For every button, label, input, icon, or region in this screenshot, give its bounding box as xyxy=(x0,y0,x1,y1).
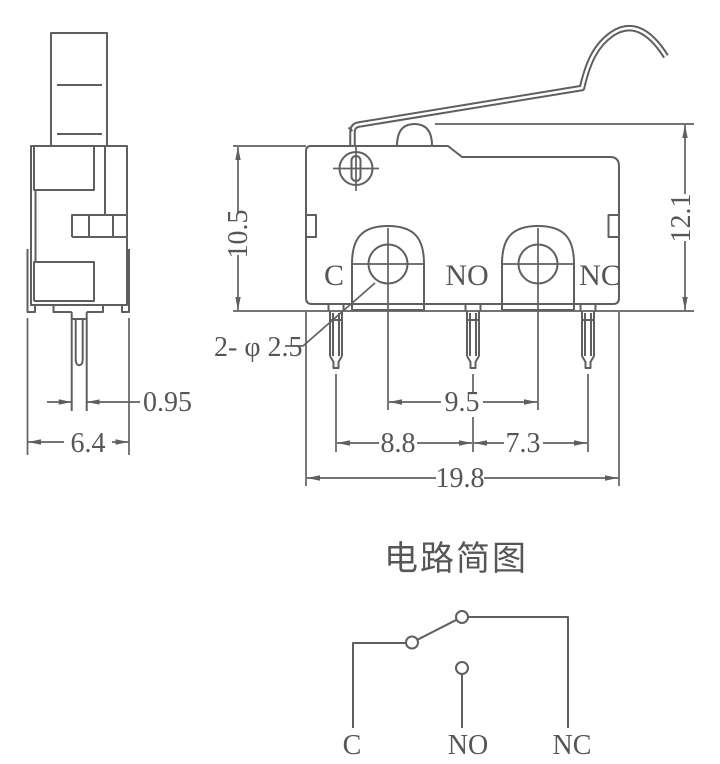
dimension-body-height: 10.5 xyxy=(223,145,306,310)
terminal-label-no: NO xyxy=(445,259,488,292)
hole-callout-label: 2- φ 2.5 xyxy=(214,332,302,363)
dimension-side-width: 6.4 xyxy=(26,318,130,459)
side-plunger xyxy=(50,32,108,147)
right-edge-notch xyxy=(607,214,619,238)
dim-total-width-label: 19.8 xyxy=(436,463,485,494)
lever-arm xyxy=(347,24,669,146)
circuit-label-no: NO xyxy=(448,730,488,761)
dim-side-width-label: 6.4 xyxy=(71,428,106,459)
dim-pin-spacing-left-label: 8.8 xyxy=(381,428,416,459)
pin-no xyxy=(464,304,482,369)
terminal-label-nc: NC xyxy=(579,259,621,292)
dimension-hole-spacing: 9.5 xyxy=(389,387,537,418)
circuit-label-nc: NC xyxy=(553,730,592,761)
pivot-hole xyxy=(333,146,379,191)
dim-hole-spacing-label: 9.5 xyxy=(445,387,480,418)
front-view: C NO NC 10.5 xyxy=(214,24,697,494)
terminal-label-c: C xyxy=(324,259,344,292)
actuator-dome xyxy=(396,123,433,147)
pin-common xyxy=(327,304,345,369)
dim-pin-width-label: 0.95 xyxy=(143,387,192,418)
pin-centerlines xyxy=(335,374,589,452)
dimension-pin-width: 0.95 xyxy=(47,387,192,418)
dimension-total-width: 19.8 xyxy=(305,312,620,494)
dimension-pin-spacing-right: 7.3 xyxy=(474,428,587,459)
side-body xyxy=(26,145,130,313)
dim-total-height-label: 12.1 xyxy=(666,194,697,243)
pin-nc xyxy=(579,304,597,369)
switch-body-outline xyxy=(305,145,620,305)
dimension-total-height: 12.1 xyxy=(435,123,697,310)
dim-body-height-label: 10.5 xyxy=(223,210,254,259)
circuit-title: 电路简图 xyxy=(384,540,528,578)
circuit-wires xyxy=(352,610,569,728)
circuit-diagram: 电路简图 C NO NC xyxy=(343,540,592,761)
left-edge-notch xyxy=(306,214,317,238)
side-view: 0.95 6.4 xyxy=(26,32,192,459)
hole-callout: 2- φ 2.5 xyxy=(214,282,376,363)
dim-pin-spacing-right-label: 7.3 xyxy=(506,428,541,459)
side-terminal-pin xyxy=(52,305,104,411)
circuit-label-c: C xyxy=(343,730,362,761)
dimension-pin-spacing-left: 8.8 xyxy=(337,428,472,459)
